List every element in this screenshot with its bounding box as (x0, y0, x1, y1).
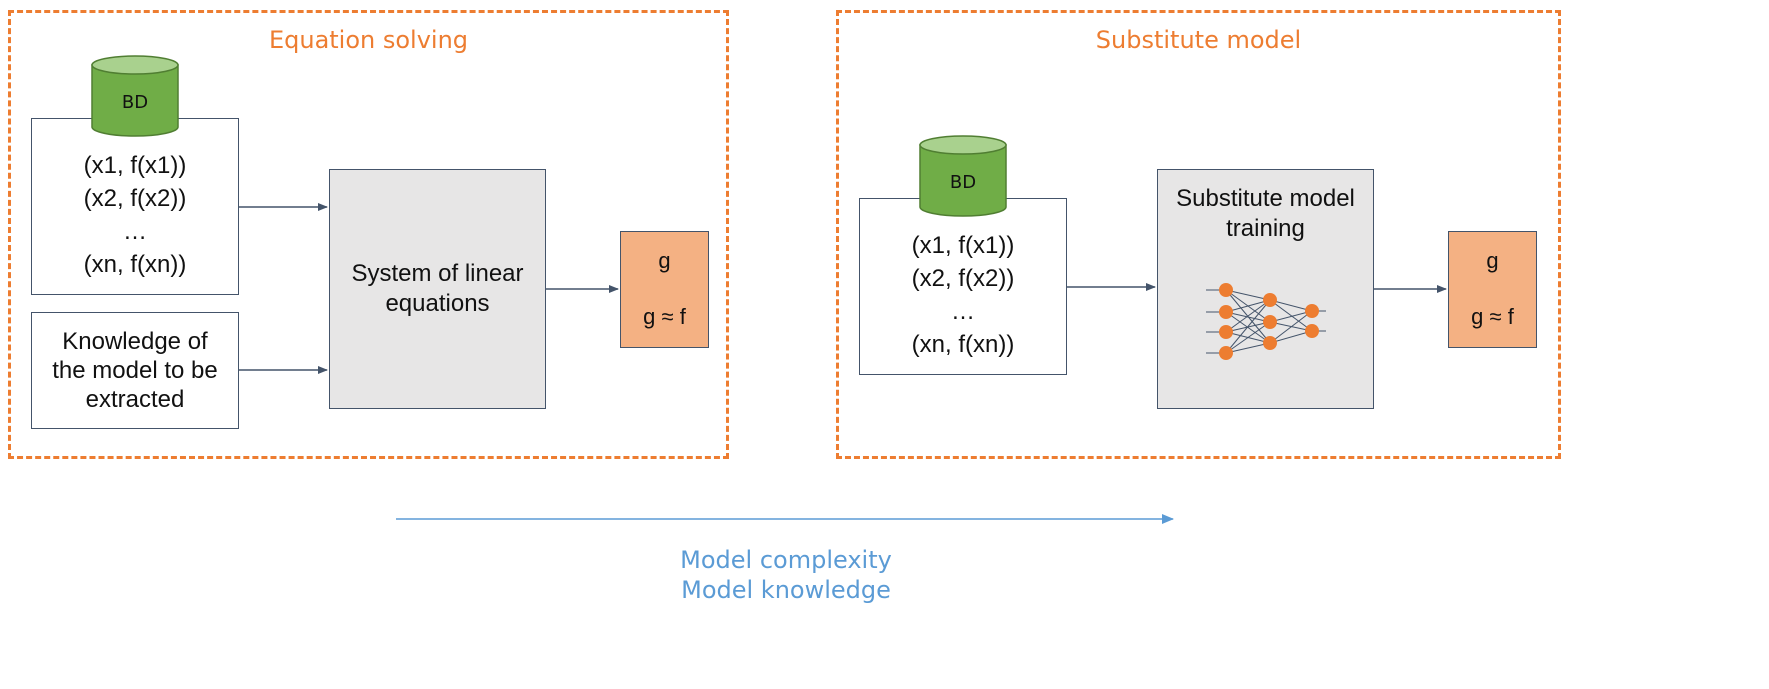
model-knowledge-box: Knowledge of the model to be extracted (31, 312, 239, 429)
model-knowledge-label: Model knowledge (681, 576, 891, 604)
database-label: BD (949, 172, 977, 193)
equation-solving-panel (8, 10, 729, 459)
knowledge-line: the model to be (52, 357, 218, 384)
process-line: equations (385, 290, 490, 317)
model-complexity-label: Model complexity (680, 546, 892, 574)
database-label: BD (121, 92, 149, 113)
substitute-model-panel (836, 10, 1561, 459)
database-icon: BD (91, 55, 179, 137)
result-label: g (1486, 248, 1499, 273)
substitute-training-box: Substitute model training (1157, 169, 1374, 409)
result-box: g g ≈ f (1448, 231, 1537, 348)
result-box: g g ≈ f (620, 231, 709, 348)
linear-equations-box: System of linear equations (329, 169, 546, 409)
data-line: (x2, f(x2)) (911, 265, 1015, 292)
approximation-label: g ≈ f (1471, 304, 1514, 329)
data-line: (xn, f(xn)) (911, 331, 1015, 358)
process-line: training (1226, 215, 1305, 242)
process-line: Substitute model (1176, 185, 1355, 212)
process-line: System of linear (351, 260, 524, 287)
data-line: (xn, f(xn)) (83, 251, 187, 278)
data-line: (x1, f(x1)) (911, 232, 1015, 259)
training-data-box: (x1, f(x1)) (x2, f(x2)) … (xn, f(xn)) (31, 118, 239, 295)
equation-solving-title: Equation solving (268, 26, 469, 54)
neural-network-icon (1206, 283, 1326, 360)
data-line: (x2, f(x2)) (83, 185, 187, 212)
substitute-model-title: Substitute model (1095, 26, 1302, 54)
result-label: g (658, 248, 671, 273)
knowledge-line: Knowledge of (62, 328, 208, 355)
database-icon: BD (919, 135, 1007, 217)
data-line: … (123, 218, 147, 245)
knowledge-line: extracted (85, 386, 185, 413)
data-line: … (951, 298, 975, 325)
approximation-label: g ≈ f (643, 304, 686, 329)
data-line: (x1, f(x1)) (83, 152, 187, 179)
